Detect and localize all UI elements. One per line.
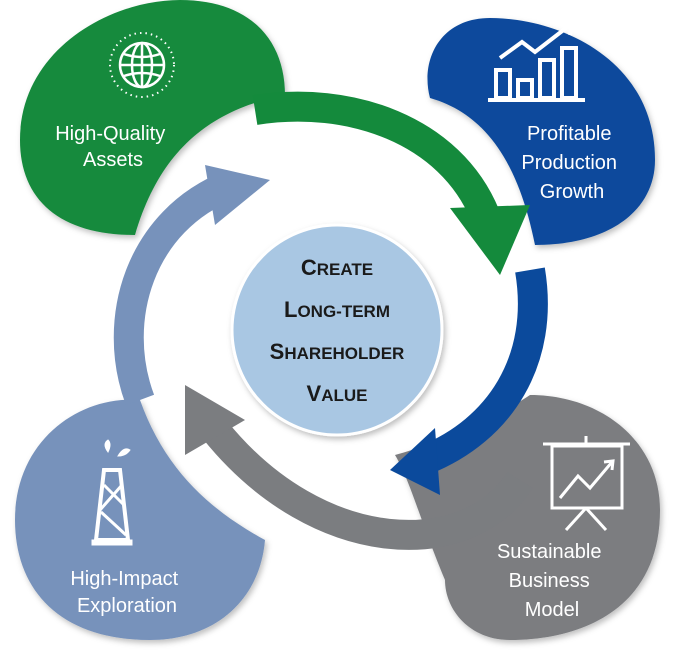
node-assets-shape — [20, 0, 285, 235]
presentation-board-icon — [543, 436, 630, 532]
globe-icon — [109, 32, 175, 98]
center-circle — [230, 223, 444, 437]
center-label: CREATE LONG-TERM SHAREHOLDER VALUE — [270, 255, 405, 406]
arrow-exploration-to-assets — [113, 171, 236, 406]
arrowhead-exploration-to-assets — [205, 165, 270, 225]
arrowhead-business-to-exploration — [185, 385, 245, 455]
center-line-3: SHAREHOLDER — [270, 339, 405, 364]
node-growth-shape — [427, 18, 655, 245]
node-exploration-shape — [15, 399, 265, 640]
bar-chart-growth-icon — [488, 20, 585, 102]
arrow-growth-to-business — [419, 267, 548, 474]
arrow-assets-to-growth — [252, 91, 499, 222]
node-exploration-label: High-Impact Exploration — [70, 568, 183, 617]
arrow-business-to-exploration — [203, 420, 533, 550]
node-business-label: Sustainable Business Model — [497, 541, 607, 621]
center-line-4: VALUE — [307, 381, 368, 406]
cycle-arrows — [113, 91, 548, 550]
center-line-2: LONG-TERM — [284, 297, 390, 322]
node-growth-label: Profitable Production Growth — [521, 123, 622, 203]
center-line-1: CREATE — [301, 255, 373, 280]
arrowhead-growth-to-business — [390, 428, 440, 495]
oil-derrick-icon — [91, 439, 133, 546]
arrowhead-assets-to-growth — [450, 205, 530, 275]
node-assets-label: High-Quality Assets — [55, 123, 171, 171]
